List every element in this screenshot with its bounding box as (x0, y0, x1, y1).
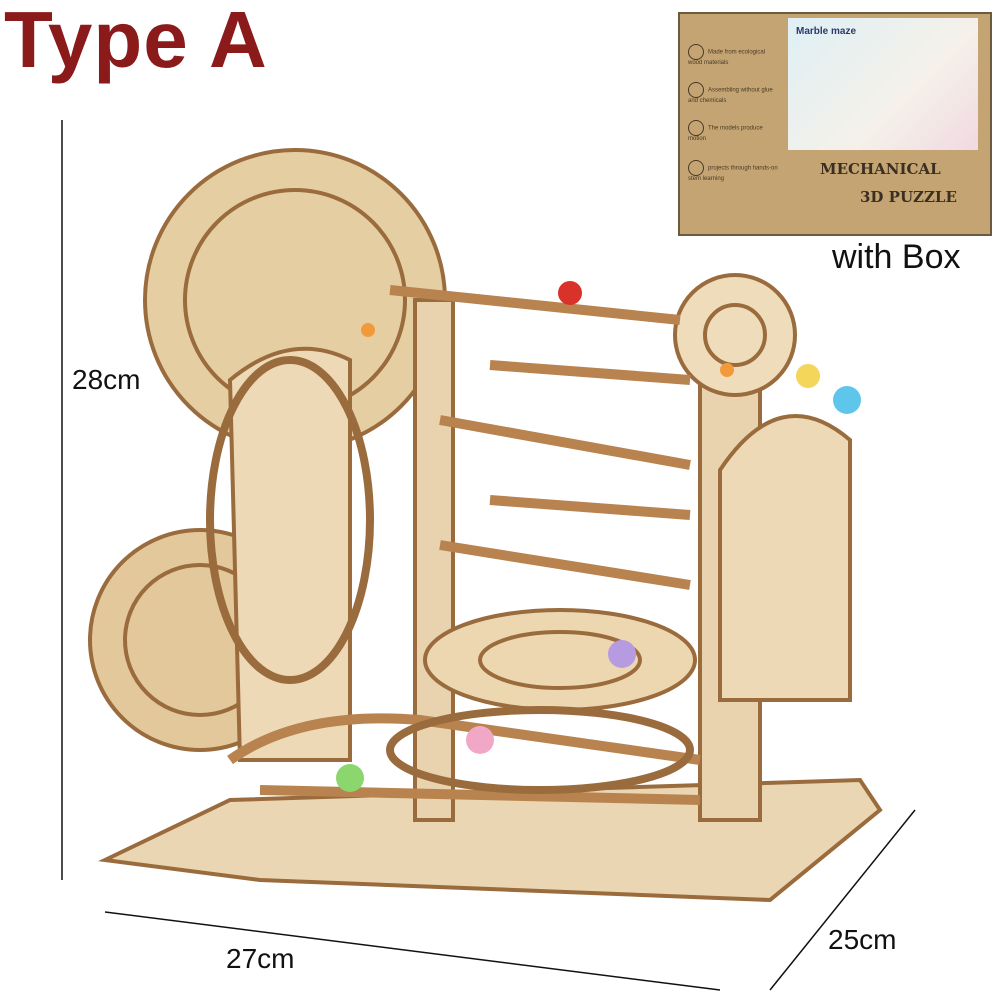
marble-green (336, 764, 364, 792)
box-caption: with Box (832, 238, 961, 276)
gears-icon (688, 120, 704, 136)
feature-text: The models produce motion (688, 125, 763, 142)
box-feature: Assembling without glue and chemicals (688, 82, 780, 105)
box-text-mechanical: MECHANICAL (820, 160, 941, 178)
dimension-lines (61, 120, 916, 991)
base-plate (98, 777, 883, 903)
box-text-3d-puzzle: 3D PUZZLE (860, 188, 957, 206)
puzzle-icon (688, 82, 704, 98)
marble-orange (361, 323, 375, 337)
box-photo-title: Marble maze (796, 26, 857, 37)
box-feature: The models produce motion (688, 120, 780, 143)
marble-red (558, 281, 582, 305)
puzzle-model (88, 148, 883, 903)
box-feature: Made from ecological wood materials (688, 44, 780, 67)
depth-label: 25cm (828, 924, 897, 955)
leaf-icon (688, 44, 704, 60)
right-wheel-frame (718, 414, 852, 702)
wheel-tower (227, 346, 352, 762)
height-label: 28cm (72, 364, 141, 395)
lower-spiral (386, 706, 694, 794)
marble-purple (608, 640, 636, 668)
box-feature: projects through hands-on stem learning (688, 160, 780, 183)
box-photo: Marble maze (788, 18, 978, 150)
spiral-bowl (423, 608, 697, 712)
tower-pillar (413, 298, 455, 822)
product-type-title: Type A (4, 0, 268, 84)
width-line (104, 911, 721, 991)
head-icon (688, 160, 704, 176)
marble-blue (833, 386, 861, 414)
top-right-wheel (673, 273, 797, 397)
marble-pink (466, 726, 494, 754)
feature-text: Assembling without glue and chemicals (688, 87, 773, 104)
marble-orange-2 (720, 363, 734, 377)
marbles (336, 281, 861, 792)
feature-text: projects through hands-on stem learning (688, 165, 778, 182)
feature-text: Made from ecological wood materials (688, 49, 766, 66)
width-label: 27cm (226, 943, 295, 974)
rails (227, 285, 701, 805)
depth-line (769, 809, 916, 991)
product-box-image: Marble maze Made from ecological wood ma… (678, 12, 992, 236)
marble-yellow (796, 364, 820, 388)
